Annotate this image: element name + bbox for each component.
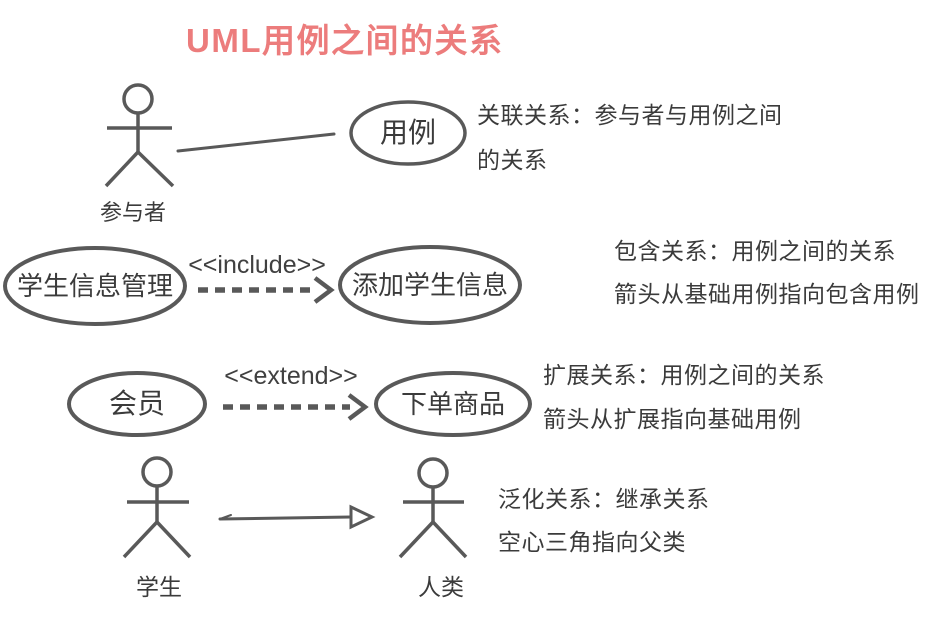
extend-note-line1: 扩展关系：用例之间的关系 [543,362,825,388]
generalization-note-line2: 空心三角指向父类 [498,529,686,555]
actor-label-participant: 参与者 [99,200,166,225]
actor-figure-student [122,456,192,559]
included-usecase-ellipse [338,245,522,325]
include-stereotype-label: <<include>> [188,250,326,279]
extend-note-line2: 箭头从扩展指向基础用例 [543,406,802,432]
actor-head [141,456,173,488]
actor-left-leg [122,520,159,559]
included-usecase-label: 添加学生信息 [351,270,508,300]
actor-head [417,457,449,489]
actor-head [122,83,154,115]
generalization-line [218,515,353,521]
diagram-title: UML用例之间的关系 [186,22,504,59]
extension-usecase-ellipse [67,371,207,437]
association-line [176,132,336,153]
extend-arrowhead [347,393,369,421]
include-note-line1: 包含关系：用例之间的关系 [614,238,896,264]
base-usecase-label-include: 学生信息管理 [16,271,173,301]
association-note-line1: 关联关系：参与者与用例之间 [477,102,783,128]
generalization-note-line1: 泛化关系：继承关系 [498,486,710,512]
usecase-label: 用例 [379,117,436,148]
actor-right-leg [155,520,192,559]
actor-right-leg [431,520,468,559]
extension-usecase-label: 会员 [108,388,165,419]
actor-left-leg [104,150,140,188]
actor-figure-participant [104,83,175,188]
association-note-line2: 的关系 [477,147,548,173]
actor-label-student: 学生 [136,573,182,600]
generalization-line-tail-tick [219,514,232,520]
actor-left-leg [398,520,435,559]
actor-figure-human [398,457,468,559]
actor-label-human: 人类 [418,573,464,600]
usecase-ellipse [349,100,467,166]
base-usecase-ellipse-extend [374,371,532,437]
include-note-line2: 箭头从基础用例指向包含用例 [614,281,920,307]
extend-stereotype-label: <<extend>> [224,361,358,390]
hollow-triangle-arrowhead [349,504,376,530]
include-arrowhead [313,276,335,304]
generalization-arrow [218,504,376,530]
actor-right-leg [136,150,175,188]
base-usecase-ellipse-include [3,246,187,326]
base-usecase-label-extend: 下单商品 [400,389,505,419]
